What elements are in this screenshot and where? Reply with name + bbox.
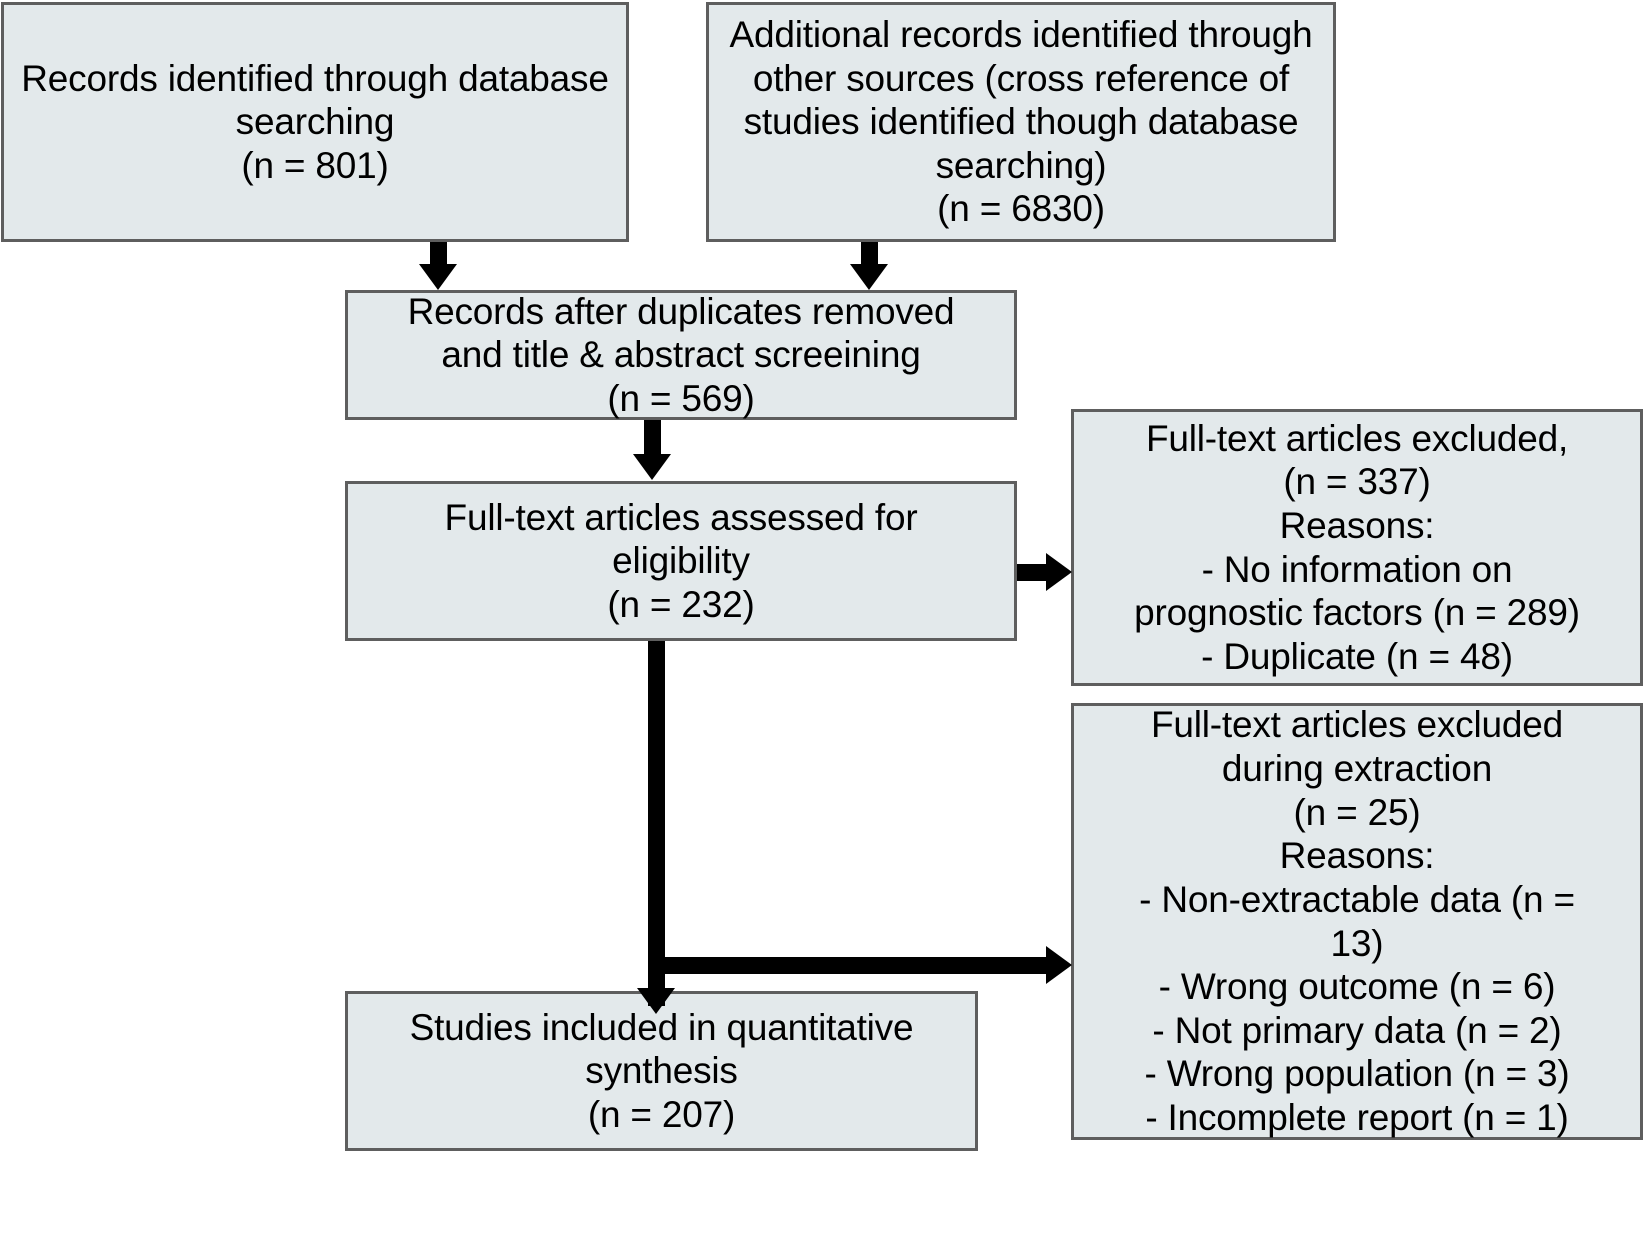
arrow-head-down-icon [419, 264, 457, 290]
node-records-identified-database-text: Records identified through database sear… [21, 57, 609, 186]
arrow-shaft [861, 242, 878, 269]
arrow-shaft [430, 242, 447, 269]
node-records-identified-database: Records identified through database sear… [1, 2, 629, 242]
arrow-head-right-icon [1046, 946, 1072, 984]
arrow-shaft [644, 420, 661, 456]
node-additional-records-other-sources: Additional records identified through ot… [706, 2, 1336, 242]
node-studies-included-quantitative-synthesis-text: Studies included in quantitative synthes… [409, 1006, 914, 1135]
node-records-after-duplicates-removed-text: Records after duplicates removed and tit… [407, 290, 955, 419]
node-fulltext-excluded-during-extraction: Full-text articles excluded during extra… [1071, 703, 1643, 1140]
node-fulltext-excluded-during-extraction-text: Full-text articles excluded during extra… [1139, 704, 1575, 1139]
node-fulltext-assessed-eligibility-text: Full-text articles assessed for eligibil… [444, 496, 918, 625]
arrow-head-down-icon [850, 264, 888, 290]
node-records-after-duplicates-removed: Records after duplicates removed and tit… [345, 290, 1017, 420]
node-fulltext-articles-excluded: Full-text articles excluded, (n = 337) R… [1071, 409, 1643, 686]
arrow-shaft [648, 641, 665, 1006]
node-fulltext-articles-excluded-text: Full-text articles excluded, (n = 337) R… [1134, 417, 1580, 677]
arrow-head-right-icon [1046, 553, 1072, 591]
node-studies-included-quantitative-synthesis: Studies included in quantitative synthes… [345, 991, 978, 1151]
arrow-shaft [648, 957, 1059, 974]
node-fulltext-assessed-eligibility: Full-text articles assessed for eligibil… [345, 481, 1017, 641]
node-additional-records-other-sources-text: Additional records identified through ot… [729, 13, 1313, 230]
arrow-head-down-icon [633, 454, 671, 480]
arrow-head-down-icon [637, 988, 675, 1014]
